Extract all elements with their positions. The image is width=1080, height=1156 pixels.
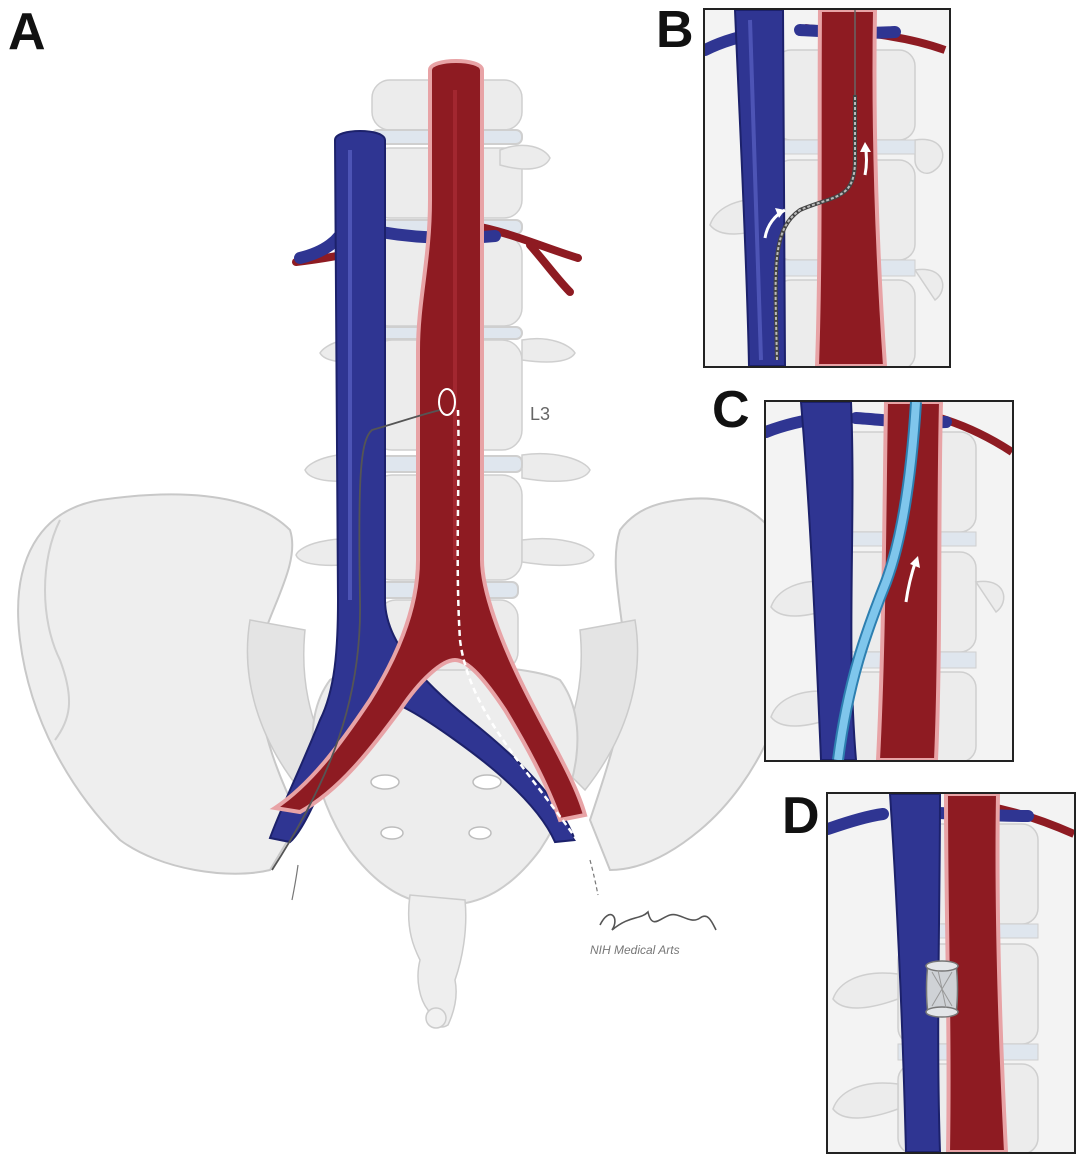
ivc-inset-b: [733, 10, 787, 366]
guidewire-venous: [271, 409, 441, 871]
credit-text: NIH Medical Arts: [590, 943, 680, 957]
inset-b: [703, 8, 951, 368]
signature-icon: [599, 910, 717, 931]
inset-b-illustration: [705, 10, 947, 366]
inset-c: [764, 400, 1014, 762]
vertebra-level-label: L3: [530, 404, 551, 424]
inset-d: [826, 792, 1076, 1154]
inset-d-illustration: [828, 794, 1074, 1152]
panel-label-d: D: [782, 787, 820, 845]
inset-c-illustration: [766, 402, 1012, 760]
snare-loop-icon: [438, 388, 456, 416]
left-iliac-inner: [44, 519, 71, 741]
stent-graft-icon: [925, 960, 959, 1018]
left-iliac-wing: [17, 493, 302, 875]
panel-label-c: C: [712, 381, 750, 439]
abdominal-aorta: [269, 59, 588, 823]
ivc-inset-c: [799, 402, 858, 760]
panel-label-b: B: [656, 1, 694, 59]
ivc-inset-d: [888, 794, 942, 1152]
guidewire-arterial: [456, 409, 592, 861]
aorta-inset-b: [814, 10, 888, 366]
aorta-inset-d: [943, 794, 1009, 1152]
coccyx: [407, 894, 467, 1028]
panel-label-a: A: [8, 3, 46, 61]
